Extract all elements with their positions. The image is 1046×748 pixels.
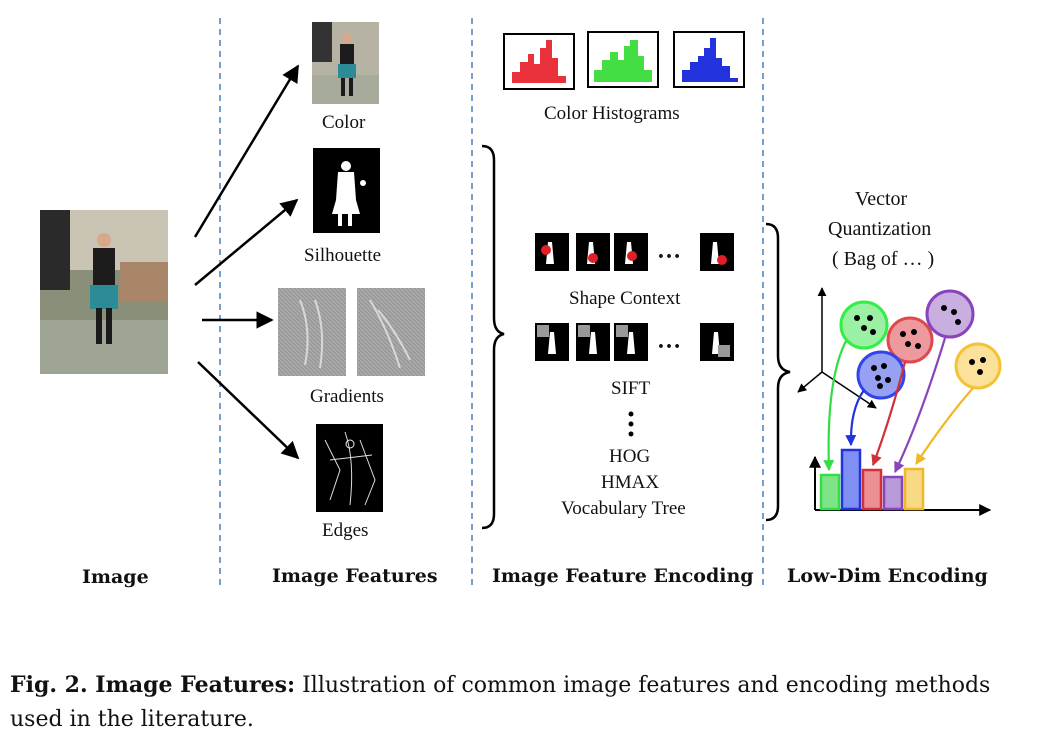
cluster-green xyxy=(839,300,889,350)
ellipsis-shape-context: … xyxy=(657,238,681,264)
label-vector: Vector xyxy=(855,188,908,210)
column-title-low-dim-encoding: Low-Dim Encoding xyxy=(787,565,988,587)
sift-thumbnails xyxy=(535,323,734,361)
label-color: Color xyxy=(322,112,366,133)
brace-right xyxy=(765,222,791,522)
gradient-thumbnails xyxy=(278,288,425,376)
arrow-green xyxy=(823,340,847,472)
axis-right xyxy=(821,371,877,409)
label-hmax: HMAX xyxy=(601,472,660,493)
arrow-to-silhouette xyxy=(194,198,299,286)
label-bag-of: ( Bag of … ) xyxy=(832,248,935,270)
bar-yellow xyxy=(903,467,925,511)
arrow-yellow xyxy=(915,387,974,465)
input-image-photo xyxy=(40,210,168,374)
diagram-graphics xyxy=(40,18,1002,590)
cluster-purple xyxy=(925,289,975,339)
histogram-blue xyxy=(673,31,745,88)
cluster-yellow xyxy=(954,342,1002,390)
edges-thumbnail xyxy=(316,424,383,512)
label-hog: HOG xyxy=(609,446,651,467)
column-title-image: Image xyxy=(82,566,149,588)
column-title-image-features: Image Features xyxy=(272,565,438,587)
label-edges: Edges xyxy=(322,520,369,541)
label-silhouette: Silhouette xyxy=(304,245,382,266)
arrow-to-color xyxy=(193,64,300,238)
bar-purple xyxy=(882,475,904,511)
cluster-blue xyxy=(856,350,906,400)
bar-blue xyxy=(840,448,862,511)
axis-left xyxy=(797,371,823,393)
label-vocabulary-tree: Vocabulary Tree xyxy=(561,498,686,519)
caption-label: Fig. 2. Image Features: xyxy=(10,672,296,698)
brace-left xyxy=(481,144,505,530)
color-thumbnail xyxy=(312,22,379,104)
arrow-purple xyxy=(894,337,947,473)
arrow-red xyxy=(871,361,907,467)
arrow-to-edges xyxy=(197,361,300,460)
cluster-red xyxy=(886,316,934,364)
histogram-green xyxy=(587,31,659,88)
bar-red xyxy=(861,468,883,511)
column-title-image-feature-encoding: Image Feature Encoding xyxy=(492,565,754,587)
shape-context-thumbnails xyxy=(535,233,734,271)
figure-caption: Fig. 2. Image Features: Illustration of … xyxy=(10,668,1040,737)
ellipsis-sift: … xyxy=(657,328,681,354)
label-shape-context: Shape Context xyxy=(569,288,681,309)
histogram-red xyxy=(503,33,575,90)
caption-text: Illustration of common image features an… xyxy=(10,673,991,732)
label-color-histograms: Color Histograms xyxy=(544,103,680,124)
figure: Color Silhouette Gradients Edges Color H… xyxy=(40,18,1002,590)
bar-green xyxy=(819,473,841,511)
label-gradients: Gradients xyxy=(310,386,384,407)
silhouette-thumbnail xyxy=(313,148,380,233)
label-sift: SIFT xyxy=(611,378,651,399)
label-quantization: Quantization xyxy=(828,218,932,240)
arrow-blue xyxy=(845,389,865,447)
